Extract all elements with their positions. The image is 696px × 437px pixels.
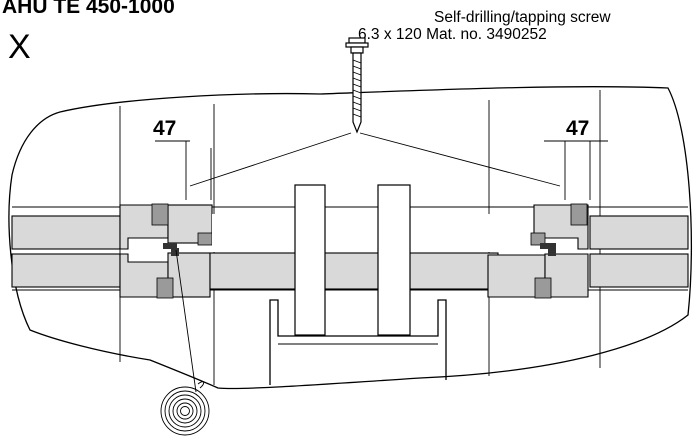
tape-leader <box>175 249 197 393</box>
screw-label-line2: 6.3 x 120 Mat. no. 3490252 <box>358 26 547 43</box>
leader-lines <box>189 132 561 187</box>
dimension-right: 47 <box>566 117 590 140</box>
screw-label: Self-drilling/tapping screw 6.3 x 120 Ma… <box>358 9 611 43</box>
dimension-lines <box>155 140 608 200</box>
panels-left <box>11 203 213 299</box>
center-panel-upper <box>212 214 512 252</box>
screw-label-line1: Self-drilling/tapping screw <box>434 9 611 26</box>
center-panel-lower <box>209 252 499 290</box>
panels-right <box>487 203 689 299</box>
dimension-left: 47 <box>153 117 177 140</box>
view-label: X <box>8 28 31 66</box>
base-channel <box>269 299 447 385</box>
vertical-posts <box>294 184 411 336</box>
screw-icon <box>345 37 369 134</box>
sealing-tape-roll-icon <box>160 381 210 436</box>
document-title: AHU TE 450-1000 <box>2 0 175 18</box>
